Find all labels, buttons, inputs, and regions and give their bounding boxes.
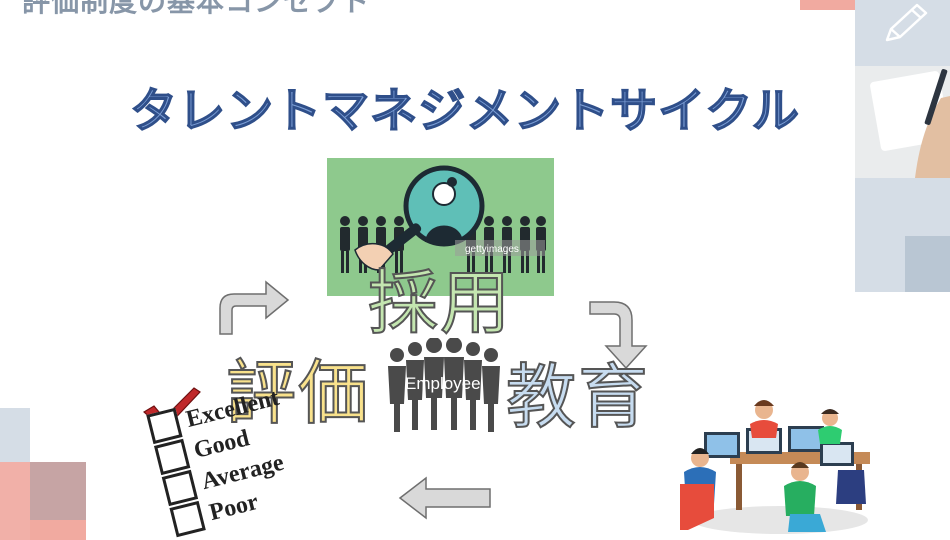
checkbox <box>169 500 206 538</box>
step-recruit: 採用 <box>367 262 512 344</box>
step-educate: 教育 <box>505 356 650 438</box>
team-computers-illustration <box>680 400 870 534</box>
arrow-curved-down-right-icon <box>589 301 648 370</box>
step-evaluate: 評価 <box>225 352 370 434</box>
deco-pink-strip <box>800 0 856 10</box>
arrow-curved-up-right-icon <box>219 280 290 335</box>
evaluation-checklist: Excellent Good Average Poor <box>140 384 350 540</box>
deco-left-pink-strip <box>30 520 86 540</box>
magnifier-icon <box>354 165 485 271</box>
employees-group-icon <box>388 338 500 432</box>
notebook-photo <box>855 66 950 178</box>
pencil-icon <box>885 3 928 42</box>
deco-left-blue <box>0 408 30 464</box>
deco-left-pink <box>0 462 30 540</box>
arrow-left-icon <box>398 476 491 520</box>
employee-label: Employee <box>405 374 481 393</box>
image-watermark: gettyimages <box>465 244 519 255</box>
header-title: 評価制度の基本コンセプト <box>22 0 371 18</box>
diagram-title: タレントマネジメントサイクル <box>129 83 800 140</box>
deco-square <box>905 236 950 292</box>
recruit-image: gettyimages <box>327 158 554 296</box>
deco-left-rose <box>30 462 86 520</box>
